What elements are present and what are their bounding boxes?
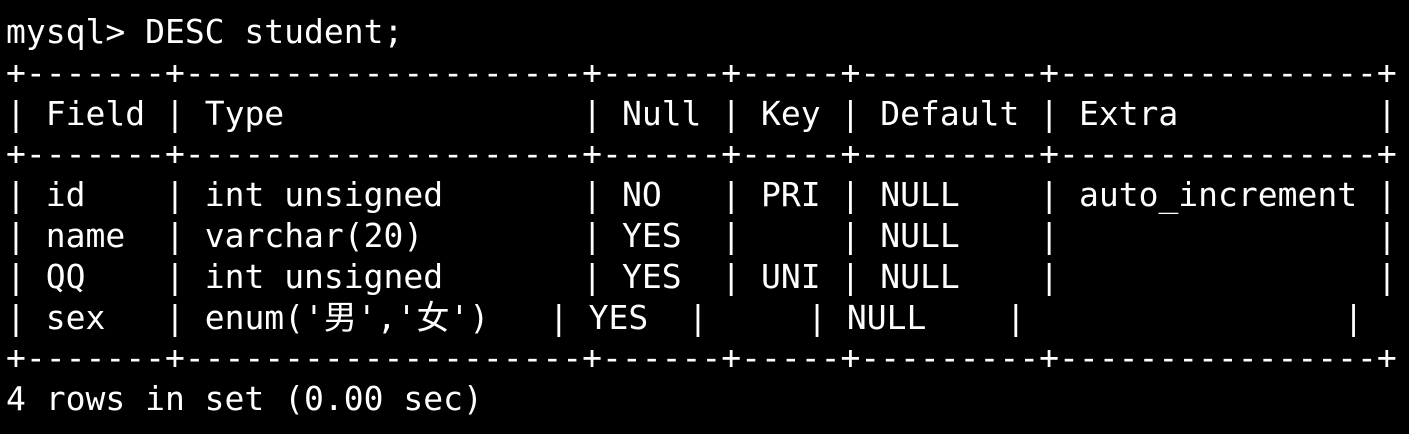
row-3-default: NULL bbox=[880, 256, 960, 296]
row-2-type: varchar(20) bbox=[204, 215, 424, 255]
row-1-type: int unsigned bbox=[204, 175, 444, 215]
row-4-type: enum('男','女') bbox=[204, 297, 490, 337]
row-4-null: YES bbox=[588, 297, 649, 337]
row-2-null: YES bbox=[621, 215, 682, 255]
row-2-field: name bbox=[45, 215, 126, 255]
table-header-row: | Field | Type | Null | Key | Default | … bbox=[6, 93, 1397, 133]
row-4-field: sex bbox=[45, 297, 106, 337]
table-border-bottom: +-------+--------------------+------+---… bbox=[6, 338, 1397, 378]
header-key: Key bbox=[761, 93, 821, 133]
row-1-default: NULL bbox=[880, 175, 960, 215]
row-2-default: NULL bbox=[880, 215, 960, 255]
header-field: Field bbox=[45, 93, 146, 133]
row-3-type: int unsigned bbox=[204, 256, 444, 296]
command-line: mysql> DESC student; bbox=[6, 12, 1409, 53]
row-3-null: YES bbox=[621, 256, 682, 296]
header-default: Default bbox=[880, 93, 1020, 133]
header-extra: Extra bbox=[1078, 93, 1179, 133]
table-row: | sex | enum('男','女') | YES | | NULL | | bbox=[6, 297, 1364, 337]
table-border-middle: +-------+--------------------+------+---… bbox=[6, 134, 1397, 174]
row-1-key: PRI bbox=[761, 175, 821, 215]
row-1-null: NO bbox=[621, 175, 662, 215]
table-row: | id | int unsigned | NO | PRI | NULL | … bbox=[6, 175, 1397, 215]
command-text: DESC student; bbox=[145, 12, 404, 51]
header-type: Type bbox=[204, 93, 285, 133]
table-row: | name | varchar(20) | YES | | NULL | | bbox=[6, 215, 1397, 255]
table-border-top: +-------+--------------------+------+---… bbox=[6, 52, 1397, 92]
row-1-extra: auto_increment bbox=[1078, 175, 1358, 215]
row-3-field: QQ bbox=[45, 256, 86, 296]
row-3-key: UNI bbox=[761, 256, 821, 296]
header-null: Null bbox=[621, 93, 702, 133]
row-4-default: NULL bbox=[846, 297, 927, 337]
row-1-field: id bbox=[45, 175, 86, 215]
table-row: | QQ | int unsigned | YES | UNI | NULL |… bbox=[6, 256, 1397, 296]
mysql-prompt: mysql> bbox=[6, 12, 146, 51]
query-status: 4 rows in set (0.00 sec) bbox=[6, 379, 483, 419]
